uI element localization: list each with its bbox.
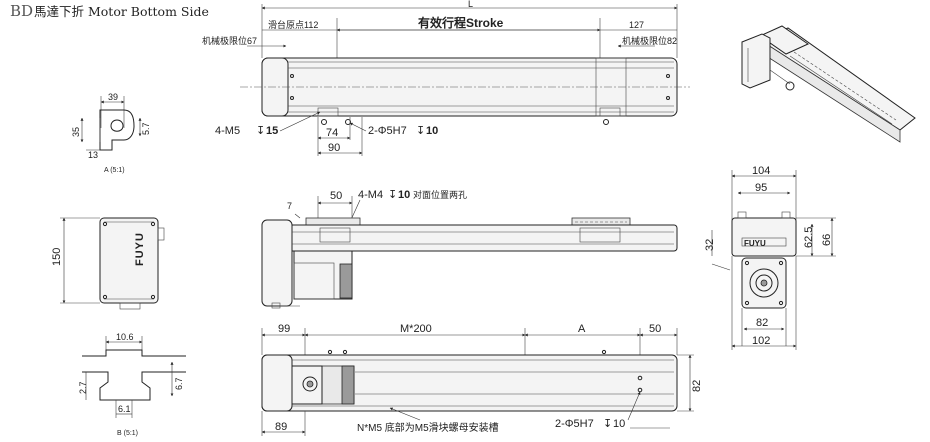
bottom-dim-89: 89	[275, 421, 287, 433]
svg-text:↧: ↧	[603, 418, 612, 430]
end-offset-label: 127	[629, 20, 644, 30]
isometric-view	[741, 25, 916, 143]
title-code: BD	[10, 2, 33, 20]
side-view: 50 7 4-M4 ↧ 10 对面位置两孔	[261, 189, 678, 309]
pin-depth: 10	[426, 125, 438, 137]
end-dim-104: 104	[752, 165, 770, 177]
dim-74: 74	[326, 127, 338, 139]
bottom-view: 99 M*200 A 50 82	[261, 323, 703, 436]
end-view-carriage	[731, 217, 797, 257]
side-dim-50: 50	[330, 190, 342, 202]
iso-motor	[741, 33, 771, 89]
detail-b-dim-61: 6.1	[118, 404, 131, 414]
end-view: 104 95 FUYU 66 62.5 32 82	[704, 165, 836, 350]
dim-L-label: L	[468, 0, 473, 9]
svg-text:↧: ↧	[416, 125, 425, 137]
detail-a-caption: A (5:1)	[104, 167, 125, 174]
bottom-pin-depth: 10	[613, 418, 625, 430]
title-block: BD 馬達下折 Motor Bottom Side	[10, 2, 209, 20]
bottom-dim-99: 99	[278, 323, 290, 335]
side-dim-7: 7	[287, 201, 292, 211]
side-dim-32: 32	[704, 239, 716, 251]
hole-depth: 15	[266, 125, 278, 137]
detail-a-dim-39: 39	[108, 92, 118, 102]
detail-b: 10.6 2.7 6.7 6.1 B (5:1)	[78, 332, 186, 437]
svg-text:↧: ↧	[256, 125, 265, 137]
title-text: 馬達下折 Motor Bottom Side	[34, 4, 209, 19]
bottom-dim-82: 82	[691, 380, 703, 392]
end-brand-label: FUYU	[744, 239, 766, 248]
bottom-dim-50: 50	[649, 323, 661, 335]
tap-note: 4-M4	[358, 189, 383, 201]
detail-b-profile	[82, 371, 186, 401]
bottom-pin-note: 2-Φ5H7	[555, 418, 594, 430]
top-view: L 滑台原点112 有效行程Stroke 127 机械极限位67 机械极限位82	[202, 0, 690, 156]
slot-note: N*M5 底部为M5滑块螺母安装槽	[357, 421, 499, 434]
home-offset-label: 滑台原点112	[268, 19, 318, 30]
detail-b-caption: B (5:1)	[117, 430, 138, 437]
tap-depth: 10	[398, 189, 410, 201]
motor-brand-label: FUYU	[134, 232, 146, 266]
end-dim-625: 62.5	[803, 227, 815, 248]
mech-limit-left-label: 机械极限位67	[202, 35, 257, 46]
detail-a: 39 35 5.7 13 A (5:1)	[71, 92, 151, 174]
detail-a-dim-13: 13	[88, 150, 98, 160]
detail-b-dim-67: 6.7	[174, 377, 184, 390]
svg-text:↧: ↧	[388, 189, 397, 201]
detail-b-dim-27: 2.7	[78, 381, 88, 394]
end-dim-102: 102	[752, 335, 770, 347]
end-dim-95: 95	[755, 182, 767, 194]
dim-150: 150	[51, 248, 63, 266]
hole-note: 4-M5	[215, 125, 240, 137]
motor-end-view: 150 FUYU	[51, 217, 165, 310]
detail-a-profile	[99, 109, 135, 151]
bottom-pitch: M*200	[400, 323, 432, 335]
pin-note: 2-Φ5H7	[368, 125, 407, 137]
dim-90: 90	[328, 142, 340, 154]
detail-a-dim-57: 5.7	[141, 122, 151, 135]
stroke-label: 有效行程Stroke	[418, 15, 504, 30]
end-dim-82: 82	[756, 317, 768, 329]
mech-limit-right-label: 机械极限位82	[622, 35, 677, 46]
detail-a-dim-35: 35	[71, 127, 81, 137]
end-dim-66: 66	[821, 234, 833, 246]
motor-box	[99, 217, 159, 304]
bottom-dim-A: A	[578, 323, 586, 335]
detail-b-dim-106: 10.6	[116, 332, 134, 342]
tap-text: 对面位置两孔	[413, 189, 467, 200]
side-view-body	[261, 224, 678, 252]
